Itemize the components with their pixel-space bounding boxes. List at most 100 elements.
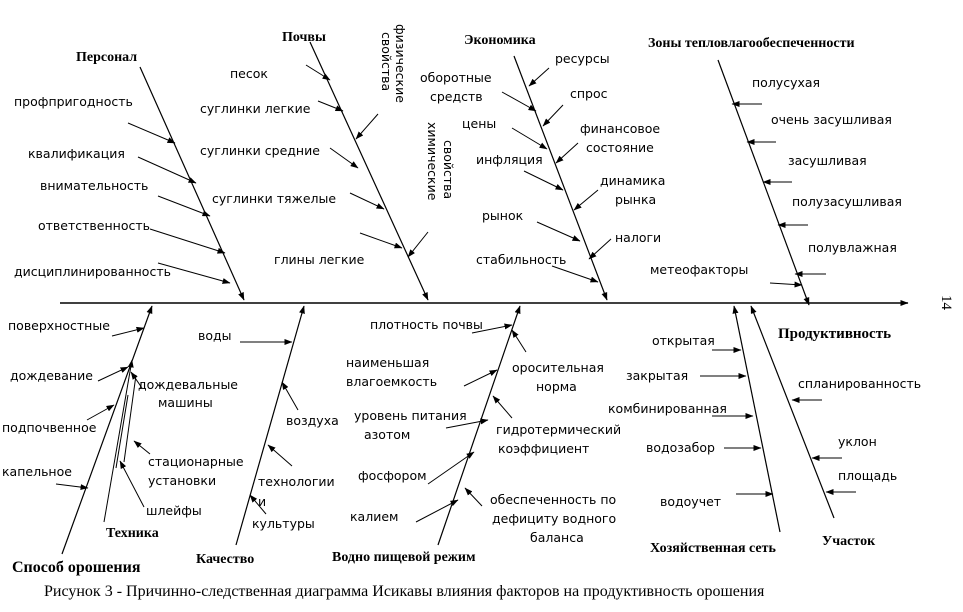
arrow-kaliem	[415, 499, 459, 523]
item-poverhnostnye: поверхностные	[8, 318, 110, 333]
category-soils: Почвы	[282, 30, 326, 45]
item-suglinki-tyazhelye: суглинки тяжелые	[212, 191, 336, 206]
item-kvalifikaciya: квалификация	[28, 146, 125, 161]
bone-quality	[235, 305, 305, 546]
arrow-chemical	[407, 231, 429, 258]
item-otvetstvennost: ответственность	[38, 218, 150, 233]
tech-link-1	[115, 394, 129, 469]
arrow-shleyfy	[119, 460, 145, 508]
item-ceny: цены	[462, 116, 496, 131]
item-orositelnaya: оросительная	[512, 360, 604, 375]
item-i: и	[258, 494, 266, 509]
item-shleyfy: шлейфы	[146, 503, 202, 518]
item-obespechennost: обеспеченность по	[490, 492, 616, 507]
arrow-dozhdevalnye	[130, 371, 143, 389]
arrow-suglinki-srednie	[329, 147, 359, 169]
arrow-orositelnaya	[511, 329, 527, 353]
item-stacionarnye: стационарные	[148, 454, 244, 469]
item-uroven: уровень питания	[354, 408, 467, 423]
item-rynok: рынок	[482, 208, 524, 223]
sub-physical-1: физические	[393, 24, 408, 103]
item-ochen-zasushlivaya: очень засушливая	[771, 112, 892, 127]
item-suglinki-legkie: суглинки легкие	[200, 101, 311, 116]
arrow-uroven	[445, 418, 489, 429]
item-rynka: рынка	[615, 192, 656, 207]
sub-physical-2: свойства	[379, 32, 394, 91]
item-polusuhaya: полусухая	[752, 75, 820, 90]
item-kombinirovannaya: комбинированная	[608, 401, 727, 416]
arrow-finansovoe	[555, 142, 579, 164]
item-gliny-legkie: глины легкие	[274, 252, 365, 267]
category-irrigation: Способ орошения	[12, 559, 141, 576]
arrow-profprigodnost	[127, 122, 176, 144]
category-zones: Зоны тепловлагообеспеченности	[648, 36, 855, 51]
arrow-vozduha	[281, 381, 299, 411]
arrow-ceny	[511, 127, 548, 150]
item-dozhdevanie: дождевание	[10, 368, 93, 383]
item-koefficient: коэффициент	[498, 441, 589, 456]
item-norma: норма	[536, 379, 577, 394]
arrow-obespechennost	[464, 487, 483, 507]
page-number: 14	[938, 295, 954, 311]
arrow-dozhdevanie	[97, 366, 129, 382]
arrow-suglinki-legkie	[317, 100, 344, 112]
arrow-suglinki-tyazhelye	[349, 192, 385, 210]
category-network: Хозяйственная сеть	[650, 541, 776, 556]
sub-chemical-2: свойства	[441, 140, 456, 199]
item-oborotnye: оборотные	[420, 70, 492, 85]
arrow-vnimatelnost	[157, 195, 211, 217]
arrow-stacionarnye	[133, 440, 151, 455]
item-finansovoe: финансовое	[580, 121, 660, 136]
item-poluzasushlivaya: полузасушливая	[792, 194, 902, 209]
item-stabilnost: стабильность	[476, 252, 566, 267]
category-technique: Техника	[106, 526, 159, 541]
item-tehnologii: технологии	[258, 474, 335, 489]
item-gidrotermicheskiy: гидротермический	[496, 422, 621, 437]
item-zasushlivaya: засушливая	[788, 153, 867, 168]
arrow-fosforom	[427, 451, 475, 485]
item-otkrytaya: открытая	[652, 333, 715, 348]
arrow-gliny-legkie	[359, 232, 403, 249]
arrow-kvalifikaciya	[137, 156, 197, 184]
item-ploshad: площадь	[838, 468, 897, 483]
arrow-poverhnostnye	[111, 326, 145, 337]
item-vlagoemkost: влагоемкость	[346, 374, 437, 389]
sub-chemical-1: химические	[425, 122, 440, 201]
item-vnimatelnost: внимательность	[40, 178, 148, 193]
item-pesok: песок	[230, 66, 268, 81]
arrow-plotnost	[471, 323, 513, 334]
item-kultury: культуры	[252, 516, 315, 531]
bone-irrigation	[61, 305, 153, 555]
bone-technique	[103, 359, 134, 523]
item-vodouchet: водоучет	[660, 494, 721, 509]
item-disciplinirovannost: дисциплинированность	[14, 264, 171, 279]
item-inflyaciya: инфляция	[476, 152, 543, 167]
item-azotom: азотом	[364, 427, 410, 442]
item-profprigodnost: профпригодность	[14, 94, 133, 109]
category-quality: Качество	[196, 552, 254, 567]
arrow-stabilnost	[551, 265, 599, 283]
item-uklon: уклон	[838, 434, 877, 449]
item-splanirovannost: спланированность	[798, 376, 921, 391]
bone-network	[732, 305, 781, 533]
tech-link-2	[123, 374, 137, 463]
item-meteofaktory: метеофакторы	[650, 262, 748, 277]
item-nalogi: налоги	[615, 230, 661, 245]
arrow-inflyaciya	[523, 170, 564, 191]
item-plotnost: плотность почвы	[370, 317, 483, 332]
item-sredstv: средств	[430, 89, 483, 104]
bone-personnel	[139, 66, 245, 301]
effect-label: Продуктивность	[778, 326, 891, 342]
item-vozduha: воздуха	[286, 413, 339, 428]
arrow-naimenshaya	[463, 369, 498, 387]
arrow-otvetstvennost	[149, 228, 226, 254]
item-fosforom: фосфором	[358, 468, 427, 483]
item-spros: спрос	[570, 86, 608, 101]
figure-caption: Рисунок 3 - Причинно-следственная диагра…	[44, 583, 765, 600]
item-zakrytaya: закрытая	[626, 368, 688, 383]
arrow-gidrotermicheskiy	[492, 395, 513, 419]
item-ustanovki: установки	[148, 473, 216, 488]
arrow-physical	[355, 113, 379, 140]
arrow-spros	[542, 104, 564, 127]
